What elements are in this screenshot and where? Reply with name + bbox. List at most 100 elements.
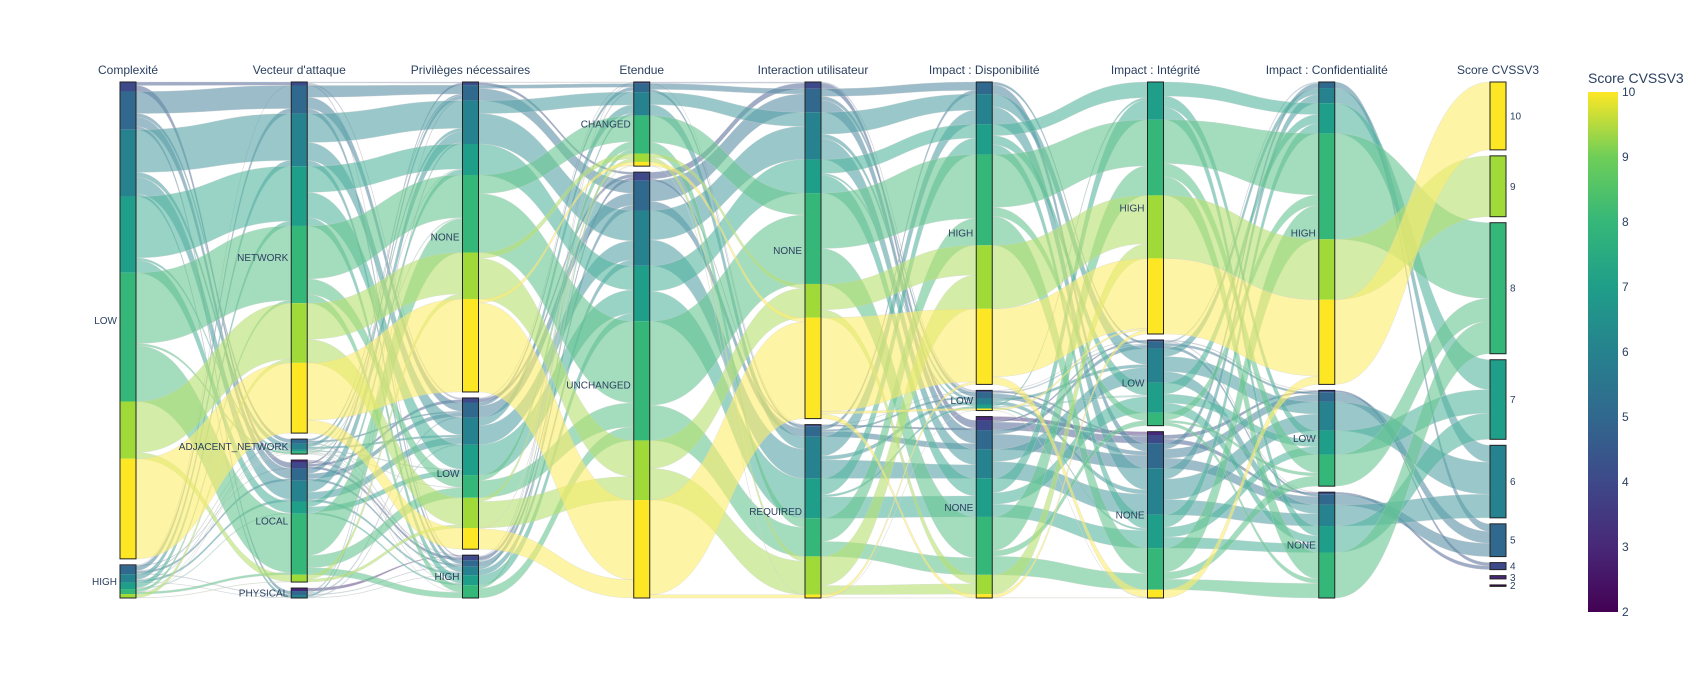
- category-segment: [462, 143, 479, 175]
- ribbon[interactable]: [135, 85, 292, 114]
- category-bar[interactable]: [633, 81, 651, 167]
- category-label: LOCAL: [255, 517, 288, 528]
- category-bar[interactable]: [1147, 339, 1164, 427]
- dimension-title: Privilèges nécessaires: [411, 63, 530, 77]
- category-segment: [462, 575, 479, 586]
- category-segment: [976, 82, 993, 95]
- category-bar[interactable]: [290, 81, 308, 434]
- category-bar[interactable]: [1489, 562, 1507, 571]
- ribbon[interactable]: [478, 83, 634, 89]
- category-bar[interactable]: [633, 171, 651, 599]
- category-label: HIGH: [435, 572, 460, 583]
- category-segment: [462, 174, 479, 253]
- category-segment: [805, 112, 821, 160]
- category-bar[interactable]: [1318, 491, 1336, 599]
- category-segment: [291, 588, 308, 592]
- category-bar[interactable]: [1489, 81, 1507, 151]
- ribbon[interactable]: [820, 81, 977, 97]
- category-segment: [291, 591, 308, 596]
- category-bar[interactable]: [290, 587, 308, 599]
- category-segment: [462, 475, 479, 498]
- category-segment: [462, 585, 479, 598]
- category-bar[interactable]: [119, 564, 137, 599]
- category-segment: [976, 124, 993, 155]
- category-segment: [291, 225, 308, 304]
- category-segment: [805, 424, 821, 427]
- category-label: NONE: [1116, 510, 1145, 521]
- category-bar[interactable]: [1318, 81, 1336, 385]
- category-bar[interactable]: [1147, 431, 1164, 599]
- category-bar[interactable]: [1489, 523, 1507, 558]
- category-bar[interactable]: [975, 81, 993, 385]
- category-segment: [805, 426, 821, 437]
- category-segment: [120, 594, 136, 598]
- category-segment: [976, 408, 993, 411]
- category-bar[interactable]: [1147, 81, 1164, 335]
- category-segment: [633, 440, 650, 501]
- category-bar[interactable]: [1318, 389, 1336, 487]
- ribbon[interactable]: [307, 81, 463, 84]
- category-label: NETWORK: [237, 253, 288, 264]
- category-bar[interactable]: [290, 459, 308, 583]
- category-bar[interactable]: [804, 424, 822, 599]
- colorbar-tick: 5: [1622, 410, 1629, 424]
- category-bar[interactable]: [1489, 222, 1507, 355]
- category-label: 2: [1510, 581, 1516, 592]
- category-segment: [805, 594, 821, 598]
- category-bar[interactable]: [804, 81, 822, 420]
- ribbon[interactable]: [478, 81, 634, 83]
- category-bar[interactable]: [1489, 584, 1507, 587]
- category-segment: [462, 566, 479, 576]
- category-bar[interactable]: [1489, 444, 1507, 519]
- category-segment: [291, 513, 308, 575]
- category-segment: [976, 594, 993, 598]
- category-segment: [1490, 562, 1506, 570]
- category-bar[interactable]: [290, 438, 308, 455]
- category-bar[interactable]: [119, 81, 137, 560]
- dimension-title: Impact : Confidentialité: [1266, 63, 1388, 77]
- category-segment: [1490, 222, 1506, 354]
- category-bar[interactable]: [1489, 359, 1507, 440]
- colorbar-tick: 7: [1622, 280, 1629, 294]
- category-label: LOW: [950, 396, 973, 407]
- category-bar[interactable]: [462, 554, 479, 599]
- ribbon[interactable]: [135, 113, 292, 173]
- category-segment: [1147, 119, 1164, 196]
- ribbon[interactable]: [307, 100, 463, 143]
- category-segment: [633, 180, 650, 211]
- category-segment: [1318, 526, 1335, 553]
- category-segment: [291, 82, 308, 86]
- category-segment: [976, 392, 993, 399]
- category-segment: [1490, 523, 1506, 557]
- category-bar[interactable]: [462, 81, 479, 393]
- ribbon[interactable]: [649, 83, 806, 95]
- category-segment: [976, 416, 993, 421]
- category-segment: [805, 88, 821, 113]
- category-segment: [1490, 82, 1506, 150]
- category-label: REQUIRED: [749, 507, 802, 518]
- category-label: HIGH: [1120, 204, 1145, 215]
- category-segment: [462, 560, 479, 567]
- category-bar[interactable]: [1489, 155, 1507, 218]
- category-bar[interactable]: [462, 397, 479, 550]
- category-bar[interactable]: [1489, 575, 1507, 580]
- category-segment: [976, 245, 993, 309]
- category-segment: [805, 193, 821, 284]
- ribbon[interactable]: [307, 84, 463, 98]
- ribbon[interactable]: [649, 81, 806, 84]
- category-segment: [805, 283, 821, 318]
- category-segment: [1147, 341, 1164, 349]
- category-segment: [462, 82, 479, 86]
- category-segment: [462, 417, 479, 445]
- colorbar-tick: 2: [1622, 605, 1629, 619]
- ribbon[interactable]: [135, 81, 292, 86]
- category-bar[interactable]: [975, 416, 993, 599]
- category-segment: [120, 565, 136, 575]
- category-segment: [805, 159, 821, 194]
- ribbon[interactable]: [649, 594, 806, 599]
- category-segment: [291, 303, 308, 363]
- category-bar[interactable]: [975, 389, 993, 412]
